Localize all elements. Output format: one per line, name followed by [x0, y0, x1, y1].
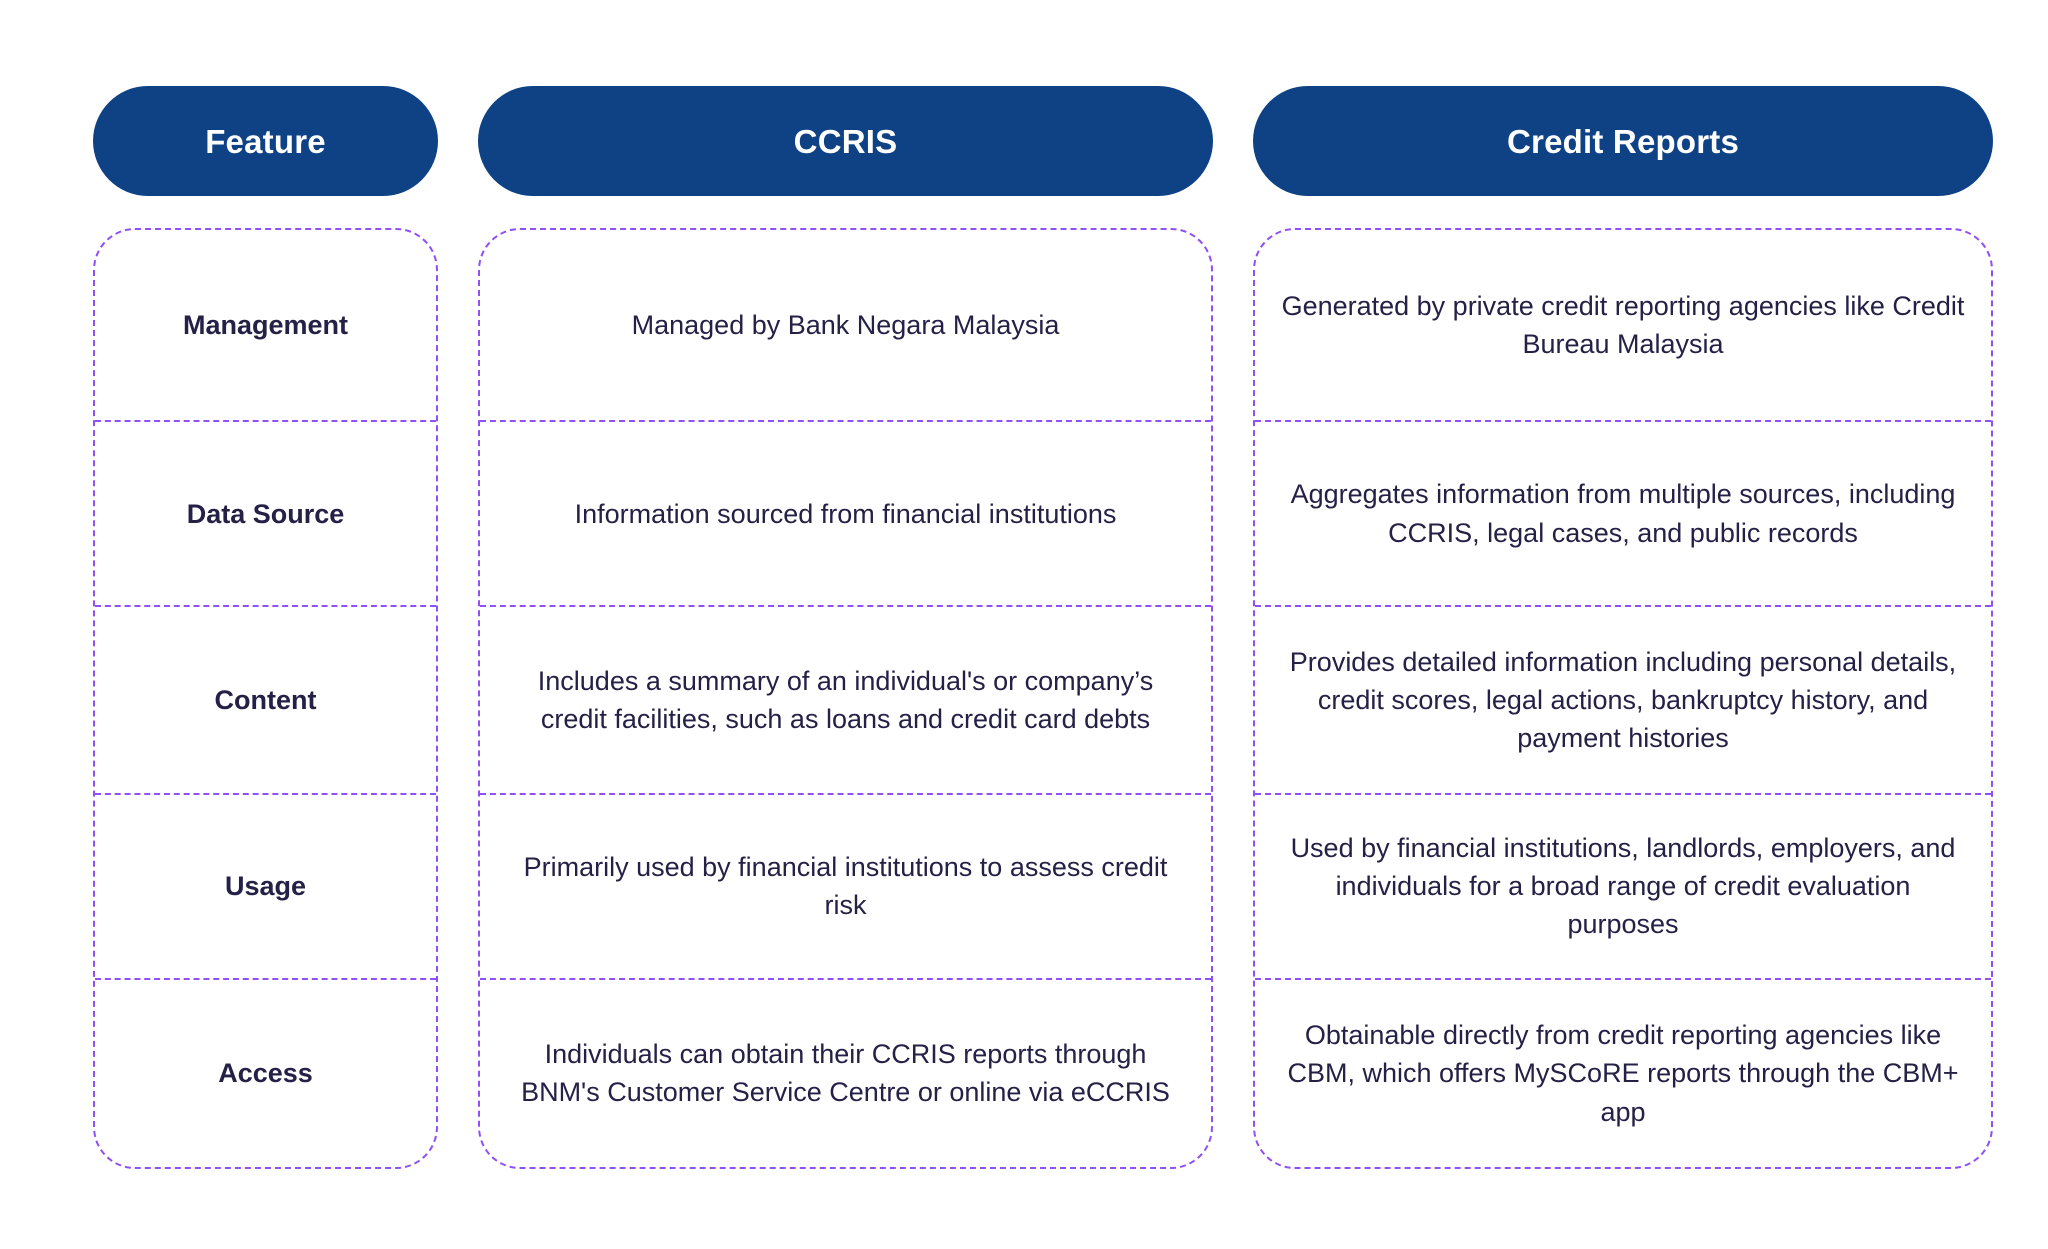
cell-text: Access: [218, 1058, 313, 1089]
cell-text: Information sourced from financial insti…: [574, 498, 1117, 529]
header-label-ccris: CCRIS: [793, 122, 898, 160]
table-body: Management Data Source Content Usage Acc…: [93, 228, 1993, 1169]
header-pill-credit-reports: Credit Reports: [1253, 86, 1993, 196]
table-cell-feature-data-source: Data Source: [95, 420, 436, 605]
cell-text: Generated by private credit reporting ag…: [1281, 290, 1965, 360]
table-cell-feature-access: Access: [95, 977, 436, 1167]
table-cell-feature-management: Management: [95, 230, 436, 420]
table-cell-credit-reports-data-source: Aggregates information from multiple sou…: [1255, 420, 1991, 605]
table-column-feature: Management Data Source Content Usage Acc…: [93, 228, 438, 1169]
cell-text: Used by financial institutions, landlord…: [1290, 832, 1956, 940]
cell-text: Individuals can obtain their CCRIS repor…: [521, 1039, 1170, 1108]
table-cell-credit-reports-access: Obtainable directly from credit reportin…: [1255, 977, 1991, 1167]
cell-text: Obtainable directly from credit reportin…: [1287, 1019, 1959, 1127]
cell-text: Includes a summary of an individual's or…: [537, 665, 1154, 734]
table-cell-credit-reports-usage: Used by financial institutions, landlord…: [1255, 792, 1991, 978]
table-cell-ccris-data-source: Information sourced from financial insti…: [480, 420, 1211, 605]
cell-text: Data Source: [186, 498, 345, 529]
table-cell-feature-usage: Usage: [95, 792, 436, 978]
cell-text: Managed by Bank Negara Malaysia: [631, 309, 1060, 340]
cell-text: Content: [214, 684, 317, 715]
header-label-credit-reports: Credit Reports: [1507, 122, 1739, 160]
cell-text: Management: [182, 309, 349, 340]
header-pill-ccris: CCRIS: [478, 86, 1213, 196]
table-cell-ccris-content: Includes a summary of an individual's or…: [480, 605, 1211, 792]
table-cell-ccris-usage: Primarily used by financial institutions…: [480, 792, 1211, 978]
cell-text: Usage: [224, 871, 307, 902]
table-column-ccris: Managed by Bank Negara Malaysia Informat…: [478, 228, 1213, 1169]
table-cell-ccris-management: Managed by Bank Negara Malaysia: [480, 230, 1211, 420]
table-cell-feature-content: Content: [95, 605, 436, 792]
cell-text: Primarily used by financial institutions…: [523, 851, 1168, 921]
table-cell-credit-reports-content: Provides detailed information including …: [1255, 605, 1991, 792]
header-pill-feature: Feature: [93, 86, 438, 196]
cell-text: Aggregates information from multiple sou…: [1290, 479, 1956, 548]
table-cell-ccris-access: Individuals can obtain their CCRIS repor…: [480, 977, 1211, 1167]
header-label-feature: Feature: [205, 122, 326, 160]
table-header-row: Feature CCRIS Credit Reports: [93, 86, 1993, 196]
cell-text: Provides detailed information including …: [1289, 646, 1957, 754]
table-column-credit-reports: Generated by private credit reporting ag…: [1253, 228, 1993, 1169]
table-cell-credit-reports-management: Generated by private credit reporting ag…: [1255, 230, 1991, 420]
